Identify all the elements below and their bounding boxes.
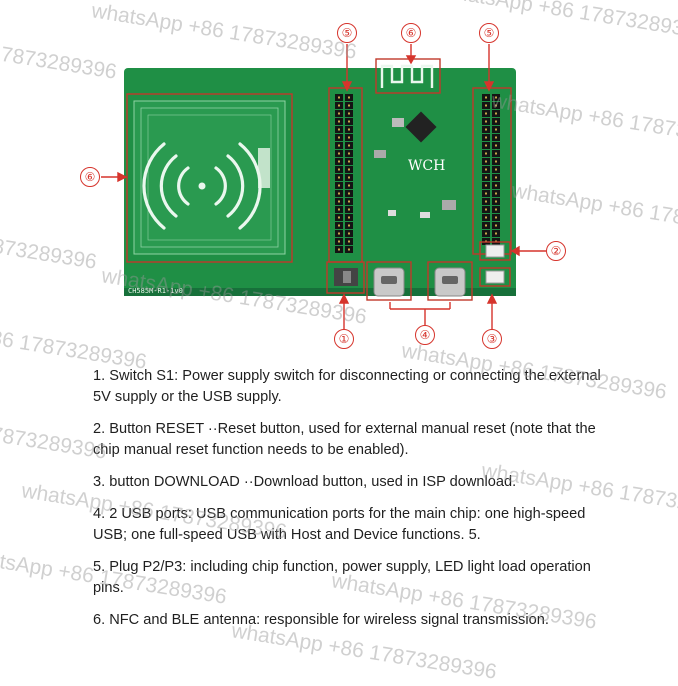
- callout-6-top: ⑥: [401, 23, 421, 43]
- mcu-chip: [405, 111, 437, 143]
- board-photo: [101, 44, 546, 330]
- wch-logo: WCH: [408, 158, 446, 174]
- callout-3: ③: [482, 329, 502, 349]
- reset-button-frame: [479, 241, 511, 261]
- callout-2: ②: [546, 241, 566, 261]
- watermark-10: whatsApp +86 17873289396: [0, 399, 109, 464]
- callout-5-left: ⑤: [337, 23, 357, 43]
- callout-6-left: ⑥: [80, 167, 100, 187]
- description-item-6: 6. NFC and BLE antenna: responsible for …: [93, 612, 549, 628]
- header-p2: [335, 94, 353, 253]
- description-item-3: 3. button DOWNLOAD ··Download button, us…: [93, 474, 517, 490]
- usb-frame-2: [427, 261, 473, 301]
- pcb-shadow-edge: [124, 288, 516, 296]
- description-item-5: 5. Plug P2/P3: including chip function, …: [93, 559, 591, 596]
- callout-4: ④: [415, 325, 435, 345]
- description-item-4: 4. 2 USB ports: USB communication ports …: [93, 506, 586, 543]
- ble-antenna-trace: [380, 64, 434, 88]
- description-list: 1. Switch S1: Power supply switch for di…: [93, 366, 613, 642]
- callout-5-right: ⑤: [479, 23, 499, 43]
- description-item-2: 2. Button RESET ··Reset button, used for…: [93, 421, 596, 458]
- reset-button: [485, 244, 505, 258]
- callout-1: ①: [334, 329, 354, 349]
- switch-s1-frame: [326, 261, 365, 294]
- usb-frame-1: [366, 261, 412, 301]
- download-button: [485, 270, 505, 284]
- board-label: CH585M-R1-1v0: [128, 287, 183, 295]
- description-item-1: 1. Switch S1: Power supply switch for di…: [93, 368, 601, 405]
- download-button-frame: [479, 267, 511, 287]
- nfc-antenna-frame: [126, 93, 293, 263]
- header-p3: [482, 94, 500, 245]
